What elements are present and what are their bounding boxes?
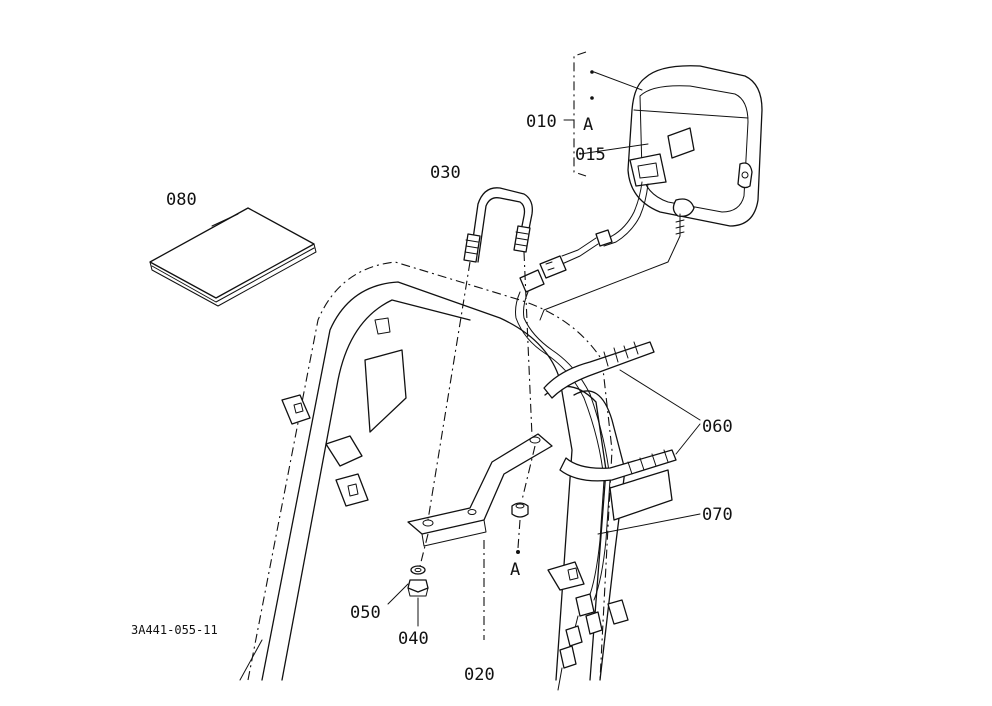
callout-060: 060 (702, 417, 733, 437)
callout-020: 020 (464, 665, 495, 685)
rops-frame (239, 261, 673, 681)
work-lamp (601, 65, 763, 247)
callout-050: 050 (350, 603, 381, 623)
lamp-bulb-015 (667, 127, 695, 159)
ref-mark-a-bottom: A (510, 560, 520, 580)
callout-labels: 010 A 015 030 080 060 070 A 050 040 020 … (131, 112, 733, 685)
wiring-harness (515, 229, 613, 691)
bracket-020 (407, 433, 553, 547)
callout-010: 010 (526, 112, 557, 132)
u-bolt-030 (463, 187, 533, 263)
callout-040: 040 (398, 629, 429, 649)
nut-washer (407, 502, 529, 597)
drawing-code: 3A441-055-11 (131, 623, 218, 637)
callout-070: 070 (702, 505, 733, 525)
callout-030: 030 (430, 163, 461, 183)
manual-080 (149, 207, 317, 307)
callout-080: 080 (166, 190, 197, 210)
ref-mark-a-top: A (583, 115, 593, 135)
cable-ties-060 (543, 341, 677, 482)
leader-050 (387, 583, 409, 605)
callout-015: 015 (575, 145, 606, 165)
set-bracket-010 (573, 51, 643, 177)
leader-lines (211, 119, 701, 640)
